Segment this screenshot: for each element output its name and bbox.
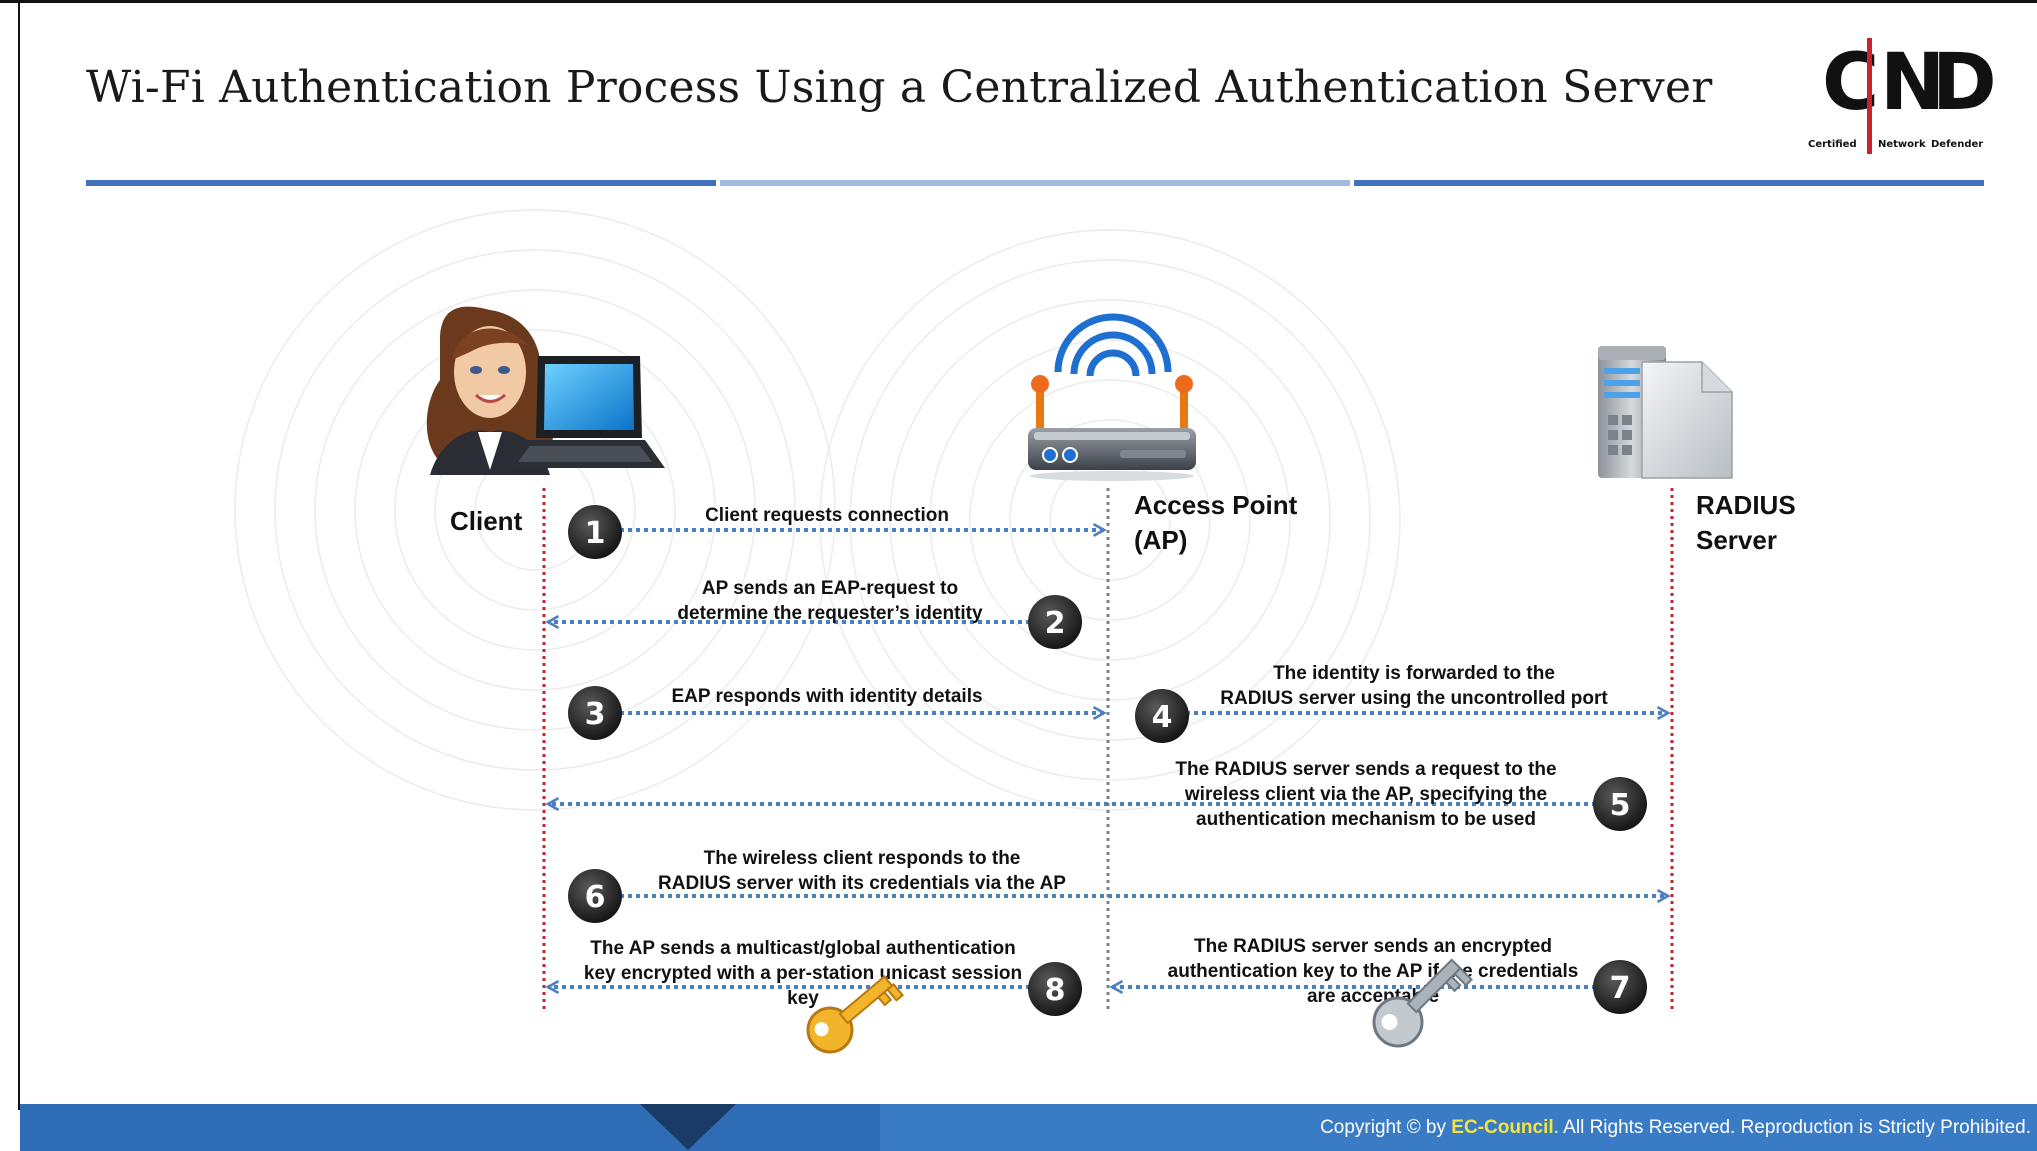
step-badge-3: 3 [568,686,622,740]
step-6-caption-line2: RADIUS server with its credentials via t… [658,873,1066,894]
step-badge-5: 5 [1593,777,1647,831]
step-1-caption: Client requests connection [705,505,949,526]
svg-text:5: 5 [1610,788,1631,823]
step-8-caption-line3: key [787,988,819,1009]
left-border [18,0,20,1110]
step-badge-6: 6 [568,869,622,923]
step-8-caption-line1: The AP sends a multicast/global authenti… [590,938,1015,959]
copyright-suffix: . All Rights Reserved. Reproduction is S… [1553,1117,2031,1138]
top-border [0,0,2037,3]
logo-sub-certified: Certified [1808,139,1857,150]
page-title: Wi-Fi Authentication Process Using a Cen… [86,62,1713,113]
footer-bar: Copyright © by EC-Council. All Rights Re… [20,1104,2037,1151]
ap-label-line2: (AP) [1134,525,1187,555]
logo-sub-network: Network [1878,139,1926,150]
copyright-notice: Copyright © by EC-Council. All Rights Re… [1320,1117,2031,1139]
document-icon [1641,361,1733,479]
radius-label-line2: Server [1696,525,1777,555]
ap-signal-rings [819,229,1401,811]
wireless-router-icon [1028,313,1196,481]
logo-letter-n: N [1880,38,1946,128]
logo-sub-defender: Defender [1931,139,1984,150]
radius-label-line1: RADIUS [1696,490,1796,520]
logo-divider [1867,38,1872,154]
svg-text:6: 6 [585,880,606,915]
svg-text:2: 2 [1045,606,1066,641]
step-badge-4: 4 [1135,689,1189,743]
step-5-caption-line1: The RADIUS server sends a request to the [1175,759,1556,780]
step-8-caption-line2: key encrypted with a per-station unicast… [584,963,1022,984]
cnd-logo: C N D Certified Network Defender [1808,38,1997,156]
step-badge-7: 7 [1593,960,1647,1014]
step-badge-1: 1 [568,505,622,559]
title-rule-left [86,180,716,186]
svg-text:3: 3 [585,697,606,732]
step-2-caption-line1: AP sends an EAP-request to [702,578,958,599]
step-4-caption-line1: The identity is forwarded to the [1273,663,1555,684]
step-5-caption-line2: wireless client via the AP, specifying t… [1184,784,1547,805]
silver-key-icon [1372,958,1473,1048]
step-badge-2: 2 [1028,595,1082,649]
footer-shade [880,1104,2037,1151]
ec-council-brand: EC-Council [1451,1117,1554,1138]
ap-label-line1: Access Point [1134,490,1298,520]
client-signal-rings [234,209,836,811]
svg-text:8: 8 [1045,973,1066,1008]
title-rule-middle [720,180,1350,186]
step-6-caption-line1: The wireless client responds to the [704,848,1021,869]
client-label: Client [450,506,523,536]
step-7-caption-line2: authentication key to the AP if the cred… [1168,961,1579,982]
step-badge-8: 8 [1028,962,1082,1016]
footer-notch [640,1104,736,1150]
step-7-caption-line1: The RADIUS server sends an encrypted [1194,936,1552,957]
logo-letter-d: D [1932,38,1997,128]
step-2-caption-line2: determine the requester’s identity [677,603,983,624]
title-rule-right [1354,180,1984,186]
step-5-caption-line3: authentication mechanism to be used [1196,809,1536,830]
svg-text:4: 4 [1152,700,1173,735]
laptop-icon [505,356,665,468]
gold-key-icon [806,975,905,1054]
step-3-caption: EAP responds with identity details [671,686,982,707]
svg-text:1: 1 [585,516,606,551]
svg-text:7: 7 [1610,971,1631,1006]
step-4-caption-line2: RADIUS server using the uncontrolled por… [1220,688,1608,709]
copyright-prefix: Copyright © by [1320,1117,1452,1138]
